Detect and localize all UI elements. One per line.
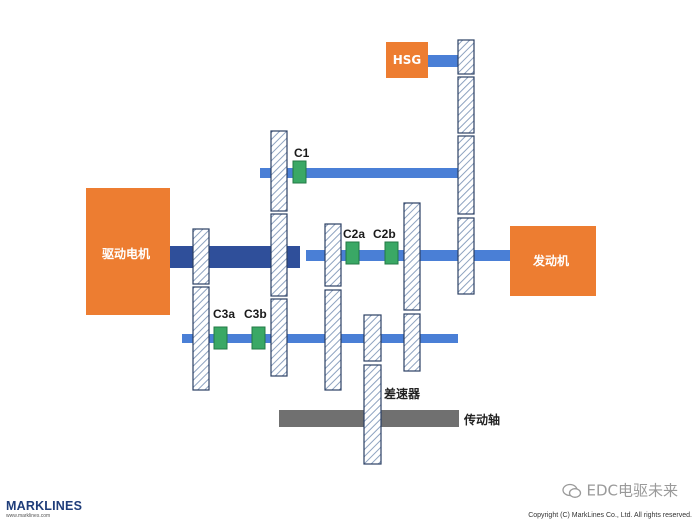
drive-motor-label: 驱动电机 bbox=[102, 246, 150, 261]
gear-c2a-lower bbox=[324, 289, 342, 391]
c3b-label: C3b bbox=[244, 307, 267, 321]
gear-c3a bbox=[192, 286, 210, 391]
c2b-label: C2b bbox=[373, 227, 396, 241]
watermark: EDC电驱未来 bbox=[562, 483, 678, 499]
gear-c3b bbox=[270, 298, 288, 377]
engine-box bbox=[510, 226, 596, 296]
hsg-label: HSG bbox=[393, 53, 422, 67]
drive-motor-box bbox=[86, 188, 170, 315]
clutch-c2b bbox=[384, 241, 399, 265]
c1-label: C1 bbox=[294, 146, 310, 160]
marklines-logo-url: www.marklines.com bbox=[6, 513, 51, 519]
gear-c2a-upper bbox=[324, 223, 342, 287]
clutch-c1 bbox=[292, 160, 307, 184]
marklines-logo: MARKLINES bbox=[6, 499, 83, 513]
clutch-c3b bbox=[251, 326, 266, 350]
c1-shaft bbox=[260, 168, 470, 178]
chat-bubble-icon bbox=[562, 483, 582, 498]
clutch-c3a bbox=[213, 326, 228, 350]
gear-differential-lower bbox=[363, 364, 382, 465]
gear-hsg-lower bbox=[457, 76, 475, 134]
gear-c2b-lower bbox=[403, 313, 421, 372]
copyright-text: Copyright (C) MarkLines Co., Ltd. All ri… bbox=[528, 512, 692, 519]
gear-differential-upper bbox=[363, 314, 382, 362]
gear-c1-upper bbox=[270, 130, 288, 212]
gear-engine-lower bbox=[457, 217, 475, 295]
c3a-label: C3a bbox=[213, 307, 235, 321]
gear-c1-lower bbox=[270, 213, 288, 297]
gear-motor-upper bbox=[192, 228, 210, 285]
differential-label: 差速器 bbox=[383, 386, 421, 401]
gear-c2b-upper bbox=[403, 202, 421, 311]
watermark-text: EDC电驱未来 bbox=[586, 481, 678, 500]
gear-engine-upper bbox=[457, 135, 475, 215]
engine-label: 发动机 bbox=[532, 253, 569, 268]
hsg-box bbox=[386, 42, 428, 78]
countershaft bbox=[182, 334, 458, 343]
clutch-c2a bbox=[345, 241, 360, 265]
drive-shaft-label: 传动轴 bbox=[463, 412, 500, 427]
gear-hsg-upper bbox=[457, 39, 475, 75]
c2a-label: C2a bbox=[343, 227, 365, 241]
